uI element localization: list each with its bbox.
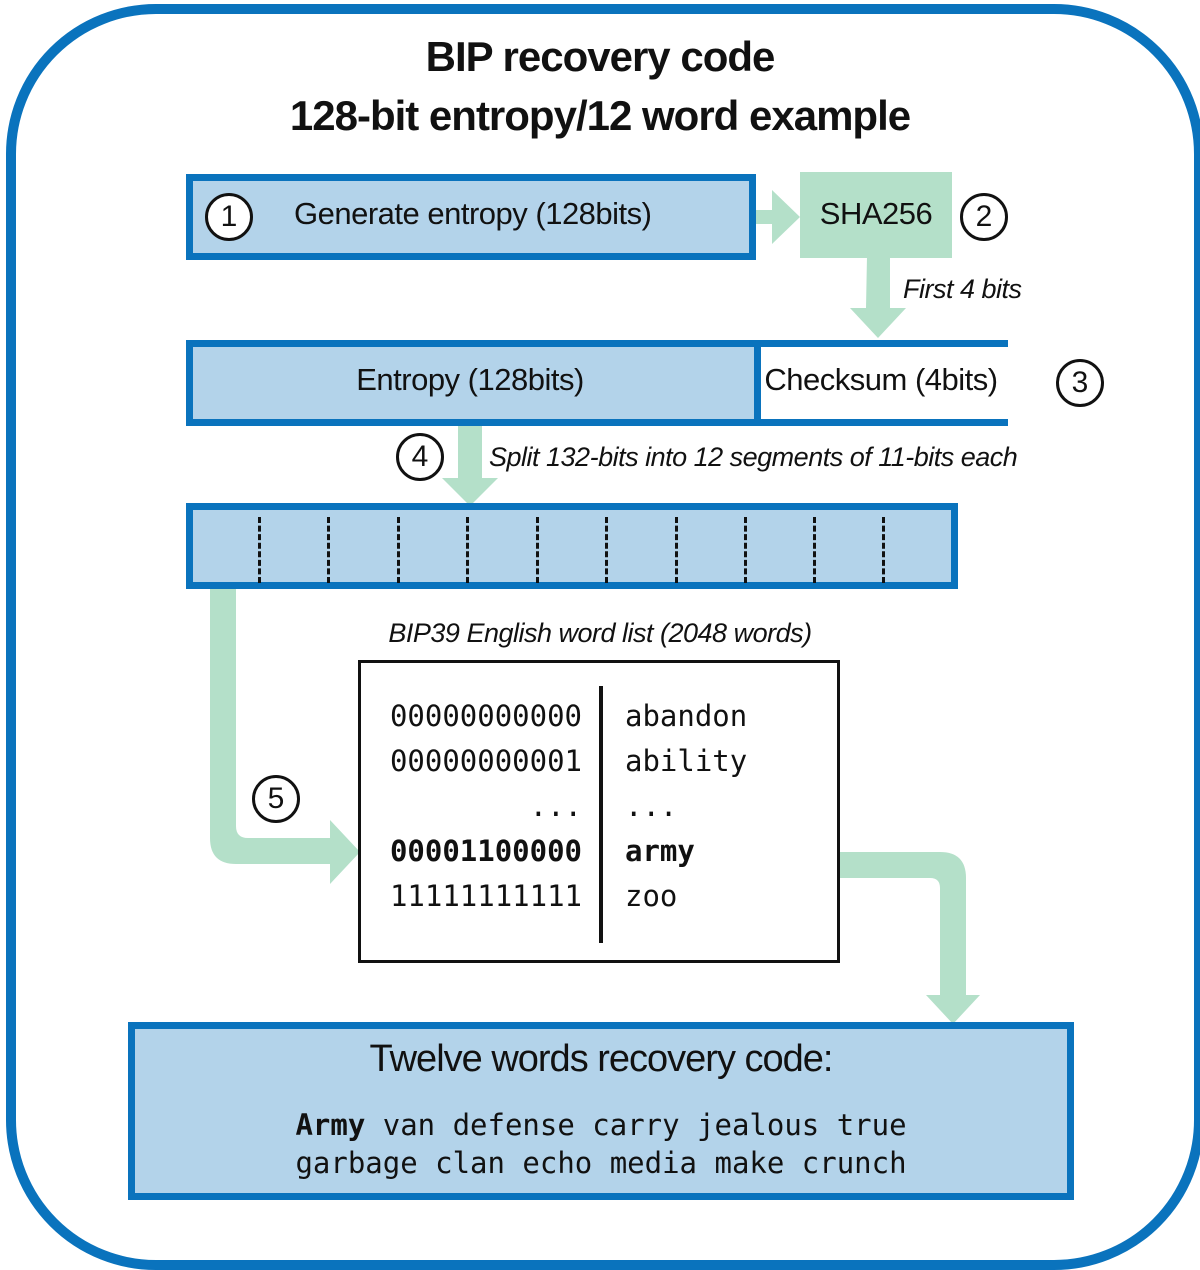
segments-bar <box>186 503 958 589</box>
wordlist-bits-column: 00000000000 00000000001 ... 00001100000 … <box>360 694 582 919</box>
step-2-badge: 2 <box>960 193 1008 241</box>
arrow-sha-to-checksum <box>850 256 906 338</box>
step-3-badge: 3 <box>1056 359 1104 407</box>
split-note: Split 132-bits into 12 segments of 11-bi… <box>489 442 1018 472</box>
checksum-label: Checksum (4bits) <box>764 362 998 397</box>
sha256-box <box>800 172 952 258</box>
segment-divider <box>327 517 330 583</box>
recovery-line-1-rest: van defense carry jealous true <box>365 1108 907 1142</box>
step-4-badge: 4 <box>396 433 444 481</box>
segment-divider <box>813 517 816 583</box>
recovery-code-box <box>128 1022 1074 1200</box>
arrow-wordlist-to-result <box>840 852 980 1024</box>
recovery-code-title: Twelve words recovery code: <box>369 1038 834 1080</box>
sha256-label: SHA256 <box>819 196 933 231</box>
step-1-badge: 1 <box>205 193 253 241</box>
arrow-combined-to-segments <box>442 423 498 506</box>
generate-entropy-box <box>186 174 756 260</box>
segment-divider <box>605 517 608 583</box>
recovery-code-line-2: garbage clan echo media make crunch <box>295 1146 907 1180</box>
segment-divider <box>744 517 747 583</box>
wordlist-bits: 00000000001 <box>389 744 582 778</box>
entropy-label: Entropy (128bits) <box>356 362 584 397</box>
wordlist-title: BIP39 English word list (2048 words) <box>388 618 812 648</box>
wordlist-divider <box>599 686 603 943</box>
wordlist-words-column: abandon ability ... army zoo <box>625 694 825 919</box>
segment-divider <box>536 517 539 583</box>
segment-divider <box>882 517 885 583</box>
wordlist-word: zoo <box>625 879 678 913</box>
recovery-code-line-1: Army van defense carry jealous true <box>128 1106 1074 1144</box>
wordlist-word: ... <box>625 789 678 823</box>
wordlist-bits: 11111111111 <box>389 879 582 913</box>
wordlist-bits-highlight: 00001100000 <box>389 834 582 868</box>
segment-divider <box>397 517 400 583</box>
recovery-code-words: Army van defense carry jealous true garb… <box>128 1106 1074 1182</box>
arrow-entropy-to-sha <box>752 190 800 244</box>
first-bits-note: First 4 bits <box>903 274 1022 304</box>
arrow-segments-to-wordlist <box>210 588 360 884</box>
title-line-1: BIP recovery code <box>425 33 776 80</box>
segment-divider <box>258 517 261 583</box>
wordlist-bits: 00000000000 <box>389 699 582 733</box>
title-line-2: 128-bit entropy/12 word example <box>289 92 911 139</box>
step-5-badge: 5 <box>252 775 300 823</box>
wordlist-word: ability <box>625 744 748 778</box>
recovery-first-word: Army <box>295 1108 366 1142</box>
wordlist-word-highlight: army <box>625 834 695 868</box>
segment-divider <box>675 517 678 583</box>
wordlist-word: abandon <box>625 699 748 733</box>
segment-divider <box>466 517 469 583</box>
checksum-segment <box>754 347 1008 419</box>
wordlist-bits: ... <box>529 789 582 823</box>
generate-entropy-label: Generate entropy (128bits) <box>294 196 652 231</box>
